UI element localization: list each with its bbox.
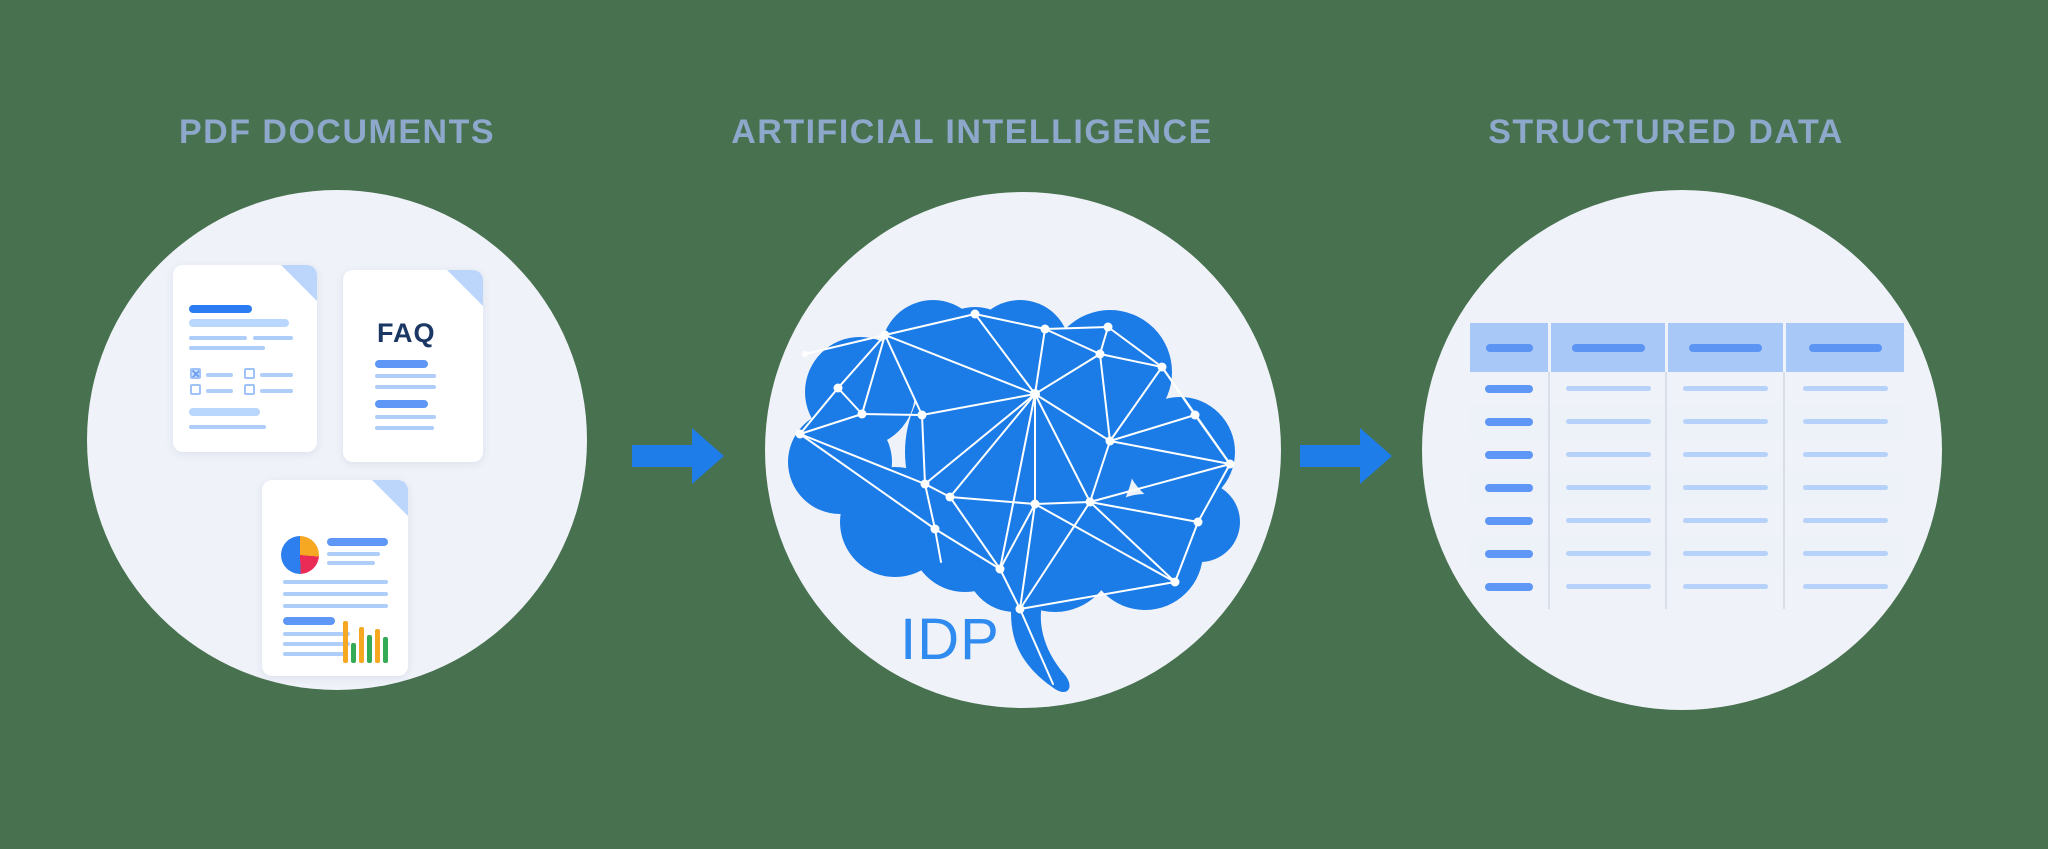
doc-text-line: [253, 336, 293, 340]
table-row: [1470, 438, 1904, 471]
doc-text-line: [375, 385, 436, 389]
doc-section-bar: [189, 408, 260, 416]
table-header-cell: [1786, 323, 1904, 372]
doc-text-line: [375, 374, 436, 378]
table-header-row: [1470, 323, 1904, 372]
doc-text-line: [189, 336, 247, 340]
page-fold-icon: [281, 265, 317, 301]
flow-arrow-icon: [1300, 428, 1392, 484]
table-row: [1470, 504, 1904, 537]
doc-text-line: [206, 389, 233, 393]
faq-document-title: FAQ: [377, 318, 436, 348]
table-row: [1470, 537, 1904, 570]
checkbox-icon: [190, 384, 201, 395]
doc-subtitle-bar: [189, 319, 289, 327]
page-fold-icon: [447, 270, 483, 306]
doc-text-line: [283, 642, 350, 646]
doc-text-line: [283, 580, 388, 584]
doc-text-line: [327, 561, 375, 565]
table-row: [1470, 405, 1904, 438]
doc-text-line: [260, 389, 293, 393]
idp-badge: IDP: [900, 607, 1000, 672]
structured-data-circle: [1422, 190, 1942, 710]
doc-text-line: [260, 373, 293, 377]
doc-text-line: [283, 592, 388, 596]
table-body: [1470, 372, 1904, 603]
table-row: [1470, 570, 1904, 603]
doc-heading-bar: [283, 617, 335, 625]
doc-text-line: [189, 425, 266, 429]
table-column-separator: [1665, 372, 1667, 609]
bar-chart-icon: [343, 621, 388, 663]
stage-title-artificial-intelligence: ARTIFICIAL INTELLIGENCE: [731, 113, 1213, 151]
page-fold-icon: [372, 480, 408, 516]
pie-chart-icon: [281, 536, 319, 574]
neural-brain-icon: [788, 300, 1240, 693]
stage-title-structured-data: STRUCTURED DATA: [1488, 113, 1844, 151]
table-row: [1470, 372, 1904, 405]
doc-title-bar: [189, 305, 252, 313]
doc-text-line: [283, 604, 388, 608]
doc-text-line: [283, 652, 346, 656]
doc-text-line: [375, 415, 436, 419]
checkbox-checked-icon: [190, 368, 201, 379]
data-table: [1470, 323, 1904, 609]
doc-heading-bar: [327, 538, 388, 546]
table-column-separator: [1548, 372, 1550, 609]
stage-title-pdf-documents: PDF DOCUMENTS: [178, 113, 496, 151]
table-row: [1470, 471, 1904, 504]
doc-text-line: [375, 426, 434, 430]
doc-text-line: [327, 552, 380, 556]
table-header-cell: [1668, 323, 1783, 372]
doc-text-line: [206, 373, 233, 377]
report-document: [262, 480, 408, 676]
form-document: [173, 265, 317, 452]
doc-text-line: [189, 346, 265, 350]
checkbox-icon: [244, 368, 255, 379]
checkbox-icon: [244, 384, 255, 395]
table-header-cell: [1470, 323, 1548, 372]
faq-document: FAQ: [343, 270, 483, 462]
flow-arrow-icon: [632, 428, 724, 484]
doc-text-line: [283, 632, 350, 636]
table-column-separator: [1783, 372, 1785, 609]
doc-heading-bar: [375, 400, 428, 408]
table-header-cell: [1551, 323, 1665, 372]
doc-heading-bar: [375, 360, 428, 368]
